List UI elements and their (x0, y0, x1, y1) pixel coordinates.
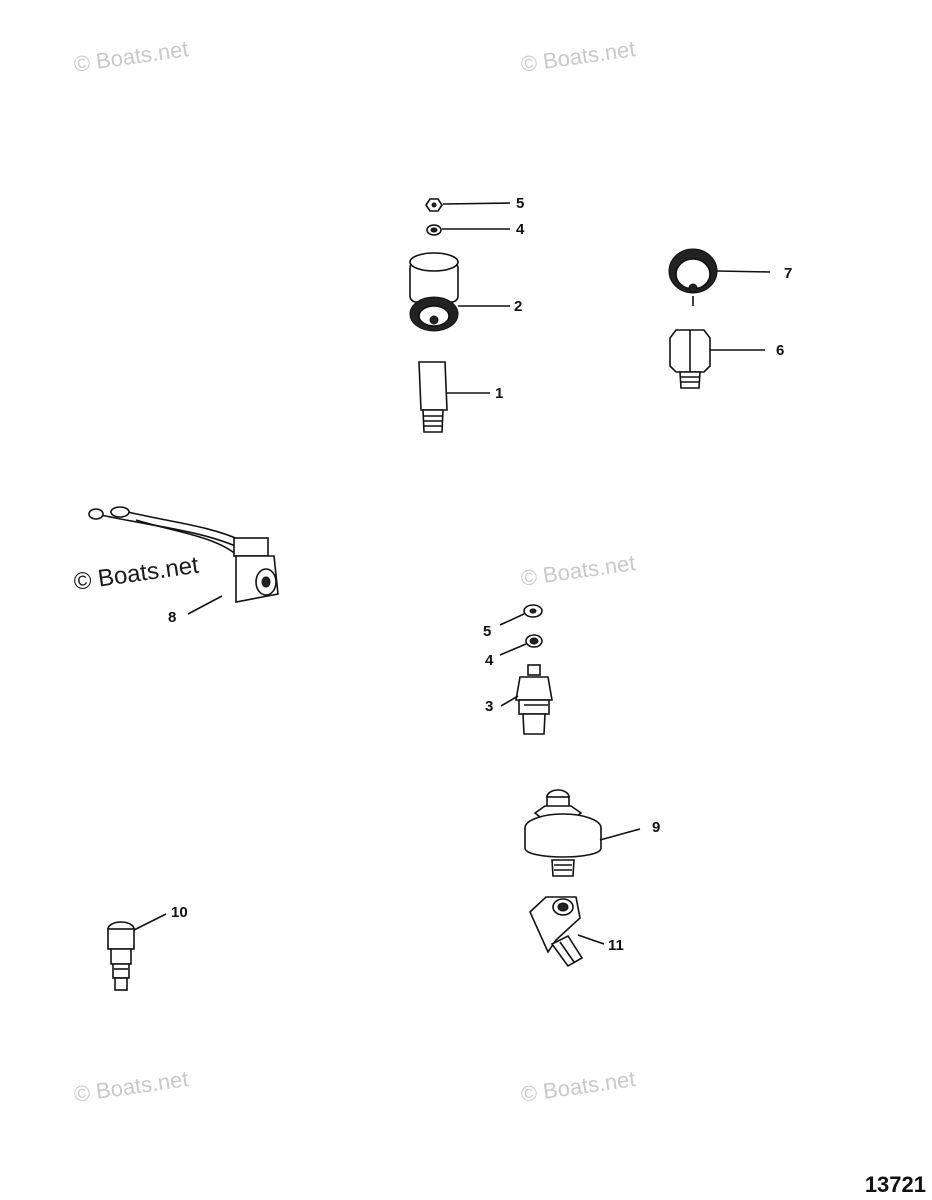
callout-5-lower: 5 (483, 623, 491, 640)
callout-6: 6 (776, 342, 784, 359)
part-9-knock-sensor (524, 789, 641, 877)
callout-4-lower: 4 (485, 652, 494, 669)
part-7-sensor (668, 248, 771, 306)
part-4-washer-upper (426, 224, 510, 236)
callout-9: 9 (652, 819, 660, 836)
watermark-bottom-left: © Boats.net (72, 1066, 190, 1107)
part-5-nut-upper (425, 198, 511, 212)
callout-11: 11 (608, 937, 624, 954)
callout-1: 1 (495, 385, 503, 402)
watermark-top-left: © Boats.net (72, 36, 190, 77)
watermark-mid-right: © Boats.net (519, 550, 637, 591)
callout-8: 8 (168, 609, 176, 626)
part-4-washer-lower (499, 634, 543, 656)
part-2-sender (409, 252, 510, 332)
callout-2: 2 (514, 298, 522, 315)
callout-7: 7 (784, 265, 792, 282)
watermark-top-right: © Boats.net (519, 36, 637, 77)
callout-4-upper: 4 (516, 221, 525, 238)
figure-number: 13721 (865, 1172, 926, 1197)
part-11-elbow (529, 896, 605, 968)
callout-3: 3 (485, 698, 493, 715)
part-8-harness (88, 506, 279, 615)
callout-5-upper: 5 (516, 195, 524, 212)
part-3-temp-sender (500, 664, 553, 735)
watermark-mid-left: © Boats.net (72, 552, 201, 596)
part-6-hex-adapter (669, 329, 765, 389)
callouts: 5 4 2 1 7 6 8 5 4 3 9 11 10 (168, 195, 792, 954)
part-5-nut-lower (499, 604, 543, 626)
callout-10: 10 (171, 904, 188, 921)
part-10-fitting (107, 913, 167, 991)
part-1-adapter (418, 361, 490, 433)
watermark-bottom-right: © Boats.net (519, 1066, 637, 1107)
